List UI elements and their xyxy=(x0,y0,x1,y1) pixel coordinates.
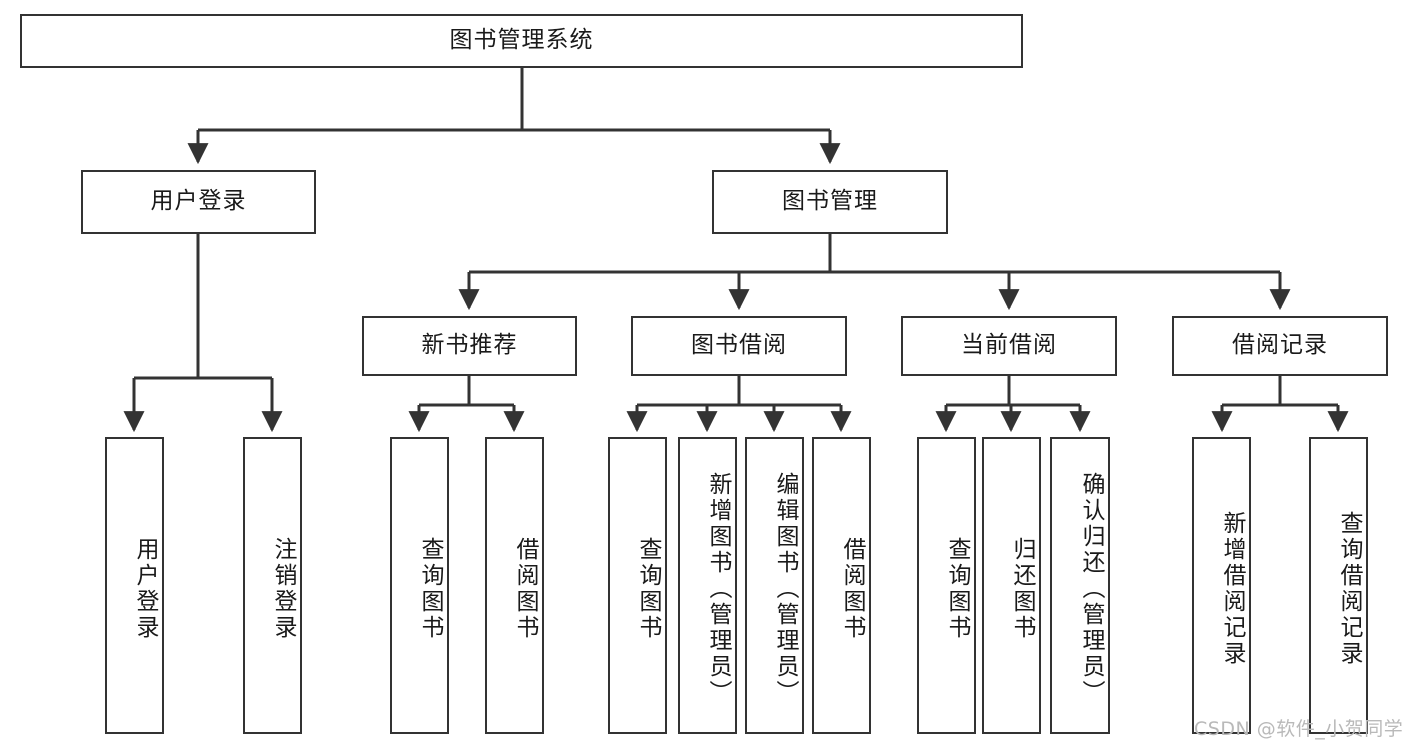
node-label: 图书借阅 xyxy=(691,332,787,359)
leaf-book-borrow-borrow[interactable]: 借阅图书 xyxy=(812,437,871,734)
leaf-user-login-login[interactable]: 用户登录 xyxy=(105,437,164,734)
node-label: 查询图书 xyxy=(417,536,443,641)
leaf-book-borrow-edit[interactable]: 编辑图书（管理员） xyxy=(745,437,804,734)
node-label: 确认归还（管理员） xyxy=(1078,471,1104,706)
node-label: 用户登录 xyxy=(132,536,158,641)
node-label: 图书管理 xyxy=(782,188,878,215)
node-book-management[interactable]: 图书管理 xyxy=(712,170,948,234)
node-new-book-recommend[interactable]: 新书推荐 xyxy=(362,316,577,376)
node-label: 借阅图书 xyxy=(839,536,865,641)
leaf-user-login-logout[interactable]: 注销登录 xyxy=(243,437,302,734)
leaf-new-book-borrow[interactable]: 借阅图书 xyxy=(485,437,544,734)
node-label: 当前借阅 xyxy=(961,332,1057,359)
node-label: 编辑图书（管理员） xyxy=(772,471,798,706)
node-label: 图书管理系统 xyxy=(449,27,594,54)
node-label: 新增图书（管理员） xyxy=(705,471,731,706)
leaf-borrow-record-query[interactable]: 查询借阅记录 xyxy=(1309,437,1368,734)
node-label: 查询图书 xyxy=(635,536,661,641)
node-book-borrow[interactable]: 图书借阅 xyxy=(631,316,847,376)
node-label: 用户登录 xyxy=(150,188,247,215)
node-label: 借阅图书 xyxy=(512,536,538,641)
node-label: 归还图书 xyxy=(1009,536,1035,641)
node-label: 借阅记录 xyxy=(1232,332,1328,359)
csdn-watermark: CSDN @软件_小贺同学 xyxy=(1194,718,1404,740)
leaf-current-borrow-return[interactable]: 归还图书 xyxy=(982,437,1041,734)
leaf-book-borrow-add[interactable]: 新增图书（管理员） xyxy=(678,437,737,734)
leaf-borrow-record-add[interactable]: 新增借阅记录 xyxy=(1192,437,1251,734)
node-user-login[interactable]: 用户登录 xyxy=(81,170,316,234)
leaf-new-book-query[interactable]: 查询图书 xyxy=(390,437,449,734)
leaf-book-borrow-query[interactable]: 查询图书 xyxy=(608,437,667,734)
node-borrow-record[interactable]: 借阅记录 xyxy=(1172,316,1388,376)
node-label: 查询图书 xyxy=(944,536,970,641)
node-label: 新书推荐 xyxy=(421,332,518,359)
node-label: 注销登录 xyxy=(270,536,296,641)
node-root-book-management-system[interactable]: 图书管理系统 xyxy=(20,14,1023,68)
leaf-current-borrow-query[interactable]: 查询图书 xyxy=(917,437,976,734)
node-current-borrow[interactable]: 当前借阅 xyxy=(901,316,1117,376)
node-label: 查询借阅记录 xyxy=(1336,510,1362,667)
leaf-current-borrow-confirm-return[interactable]: 确认归还（管理员） xyxy=(1050,437,1110,734)
node-label: 新增借阅记录 xyxy=(1219,510,1245,667)
